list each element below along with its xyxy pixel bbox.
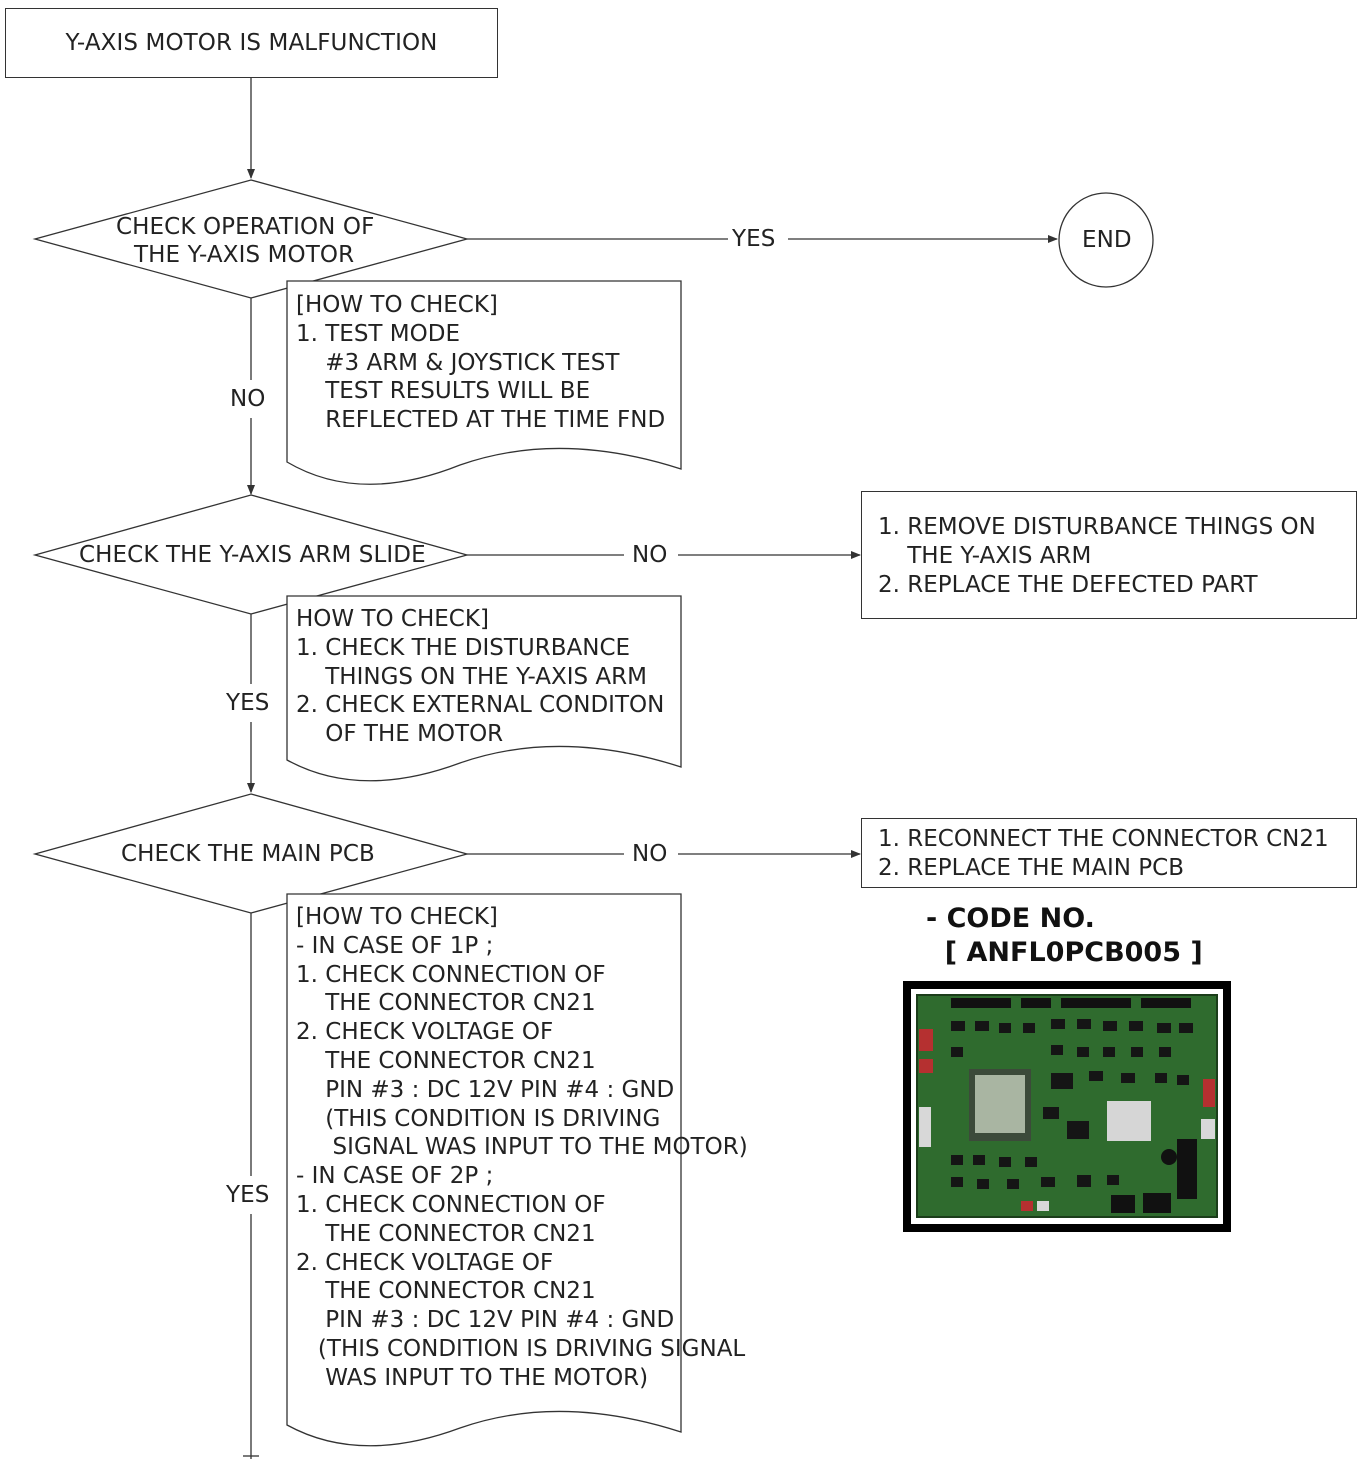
- start-label: Y-AXIS MOTOR IS MALFUNCTION: [66, 29, 438, 58]
- action1-text: 1. REMOVE DISTURBANCE THINGS ON THE Y-AX…: [878, 513, 1316, 599]
- end-label: END: [1082, 226, 1132, 255]
- pcb-board-photo-icon: [911, 989, 1223, 1224]
- decision2-no-label: NO: [632, 541, 668, 570]
- decision1-line2: THE Y-AXIS MOTOR: [134, 241, 354, 270]
- decision3-no-label: NO: [632, 840, 668, 869]
- decision1-line1: CHECK OPERATION OF: [116, 213, 374, 242]
- note1-text: [HOW TO CHECK] 1. TEST MODE #3 ARM & JOY…: [296, 291, 665, 435]
- decision2-yes-label: YES: [226, 689, 269, 718]
- decision1-no-label: NO: [230, 385, 266, 414]
- decision1-yes-label: YES: [732, 225, 775, 254]
- note2-text: HOW TO CHECK] 1. CHECK THE DISTURBANCE T…: [296, 605, 664, 749]
- action2-text: 1. RECONNECT THE CONNECTOR CN21 2. REPLA…: [878, 825, 1329, 883]
- decision2-label: CHECK THE Y-AXIS ARM SLIDE: [79, 541, 426, 570]
- decision3-yes-label: YES: [226, 1181, 269, 1210]
- pcb-photo-frame: [903, 981, 1231, 1232]
- decision3-label: CHECK THE MAIN PCB: [121, 840, 375, 869]
- note3-text: [HOW TO CHECK] - IN CASE OF 1P ; 1. CHEC…: [296, 903, 748, 1393]
- pcb-photo-mat: [911, 989, 1223, 1224]
- start-box: Y-AXIS MOTOR IS MALFUNCTION: [5, 8, 498, 78]
- part-code-label: - CODE NO. [ ANFL0PCB005 ]: [926, 902, 1203, 970]
